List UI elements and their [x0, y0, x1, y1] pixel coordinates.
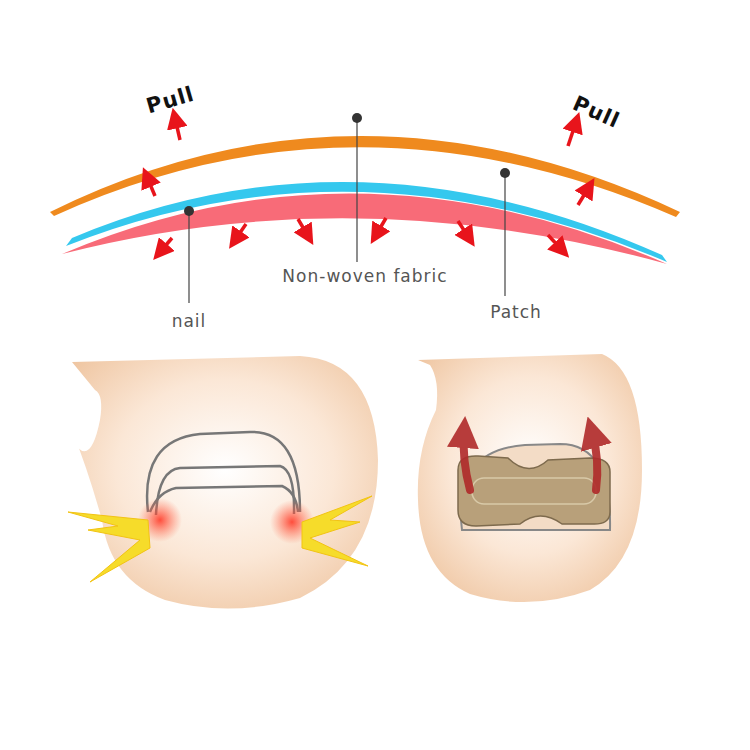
nail-shape	[62, 193, 667, 264]
nail-patch	[458, 456, 610, 526]
left-toe-cut	[72, 362, 101, 451]
patch-layer	[66, 182, 667, 262]
part-label: Non-woven fabric	[280, 266, 449, 286]
left-toe	[72, 356, 378, 609]
part-label: Patch	[488, 302, 544, 322]
fabric-layer	[50, 136, 680, 217]
patch-inner	[472, 478, 596, 504]
leader-dots	[184, 113, 510, 216]
right-toe	[418, 354, 642, 602]
right-toe-cut	[418, 360, 437, 420]
part-label: nail	[170, 311, 209, 331]
lift-arrows	[464, 432, 598, 490]
pull-label: Pull	[141, 81, 198, 119]
leader-lines	[189, 118, 505, 303]
pain-bolts	[68, 496, 372, 582]
force-arrows	[147, 118, 589, 252]
